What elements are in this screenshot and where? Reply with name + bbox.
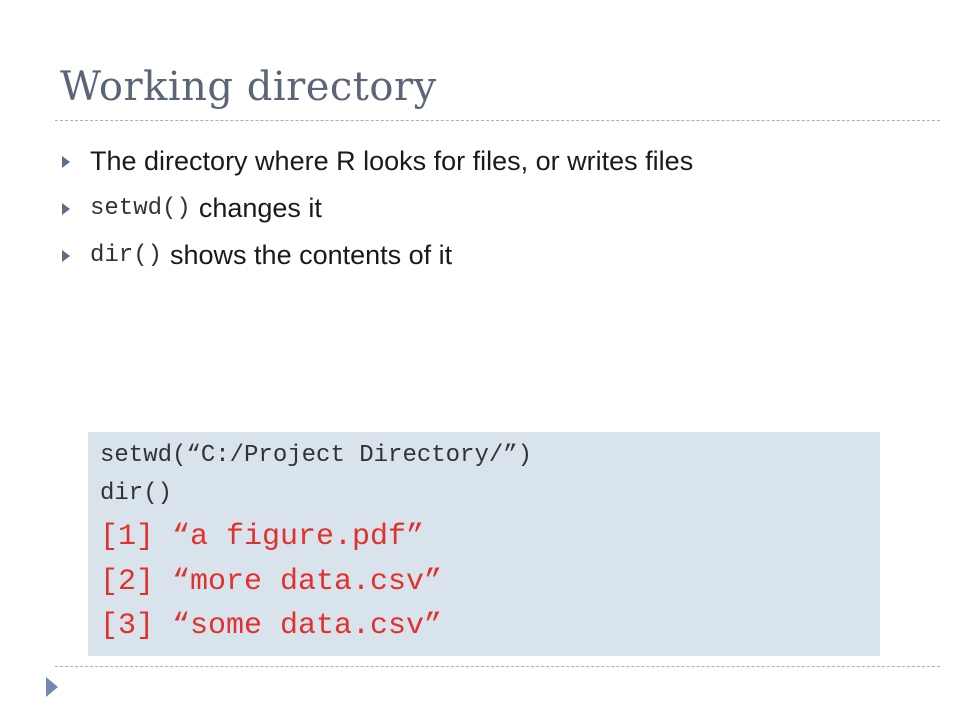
bullet-item: setwd() changes it [60,185,920,232]
bullet-code: setwd() [90,195,191,222]
code-output-line: [2] “more data.csv” [100,565,443,599]
code-command-line: dir() [100,480,173,507]
footer-divider [55,666,940,667]
code-output-line: [3] “some data.csv” [100,609,443,643]
triangle-right-icon [62,249,70,262]
title-divider [55,120,940,121]
bullet-text: The directory where R looks for files, o… [90,146,694,176]
bullet-item: The directory where R looks for files, o… [60,138,920,185]
triangle-right-icon [62,202,70,215]
triangle-right-icon [46,677,58,697]
slide-title: Working directory [60,64,437,110]
code-command-line: setwd(“C:/Project Directory/”) [100,442,533,469]
bullet-text: shows the contents of it [170,240,453,270]
bullet-code: dir() [90,242,163,269]
bullet-list: The directory where R looks for files, o… [60,138,920,279]
code-output-line: [1] “a figure.pdf” [100,520,425,554]
bullet-text: changes it [198,193,322,223]
code-block: setwd(“C:/Project Directory/”) dir() [1]… [88,432,880,656]
bullet-item: dir() shows the contents of it [60,232,920,279]
triangle-right-icon [62,155,70,168]
